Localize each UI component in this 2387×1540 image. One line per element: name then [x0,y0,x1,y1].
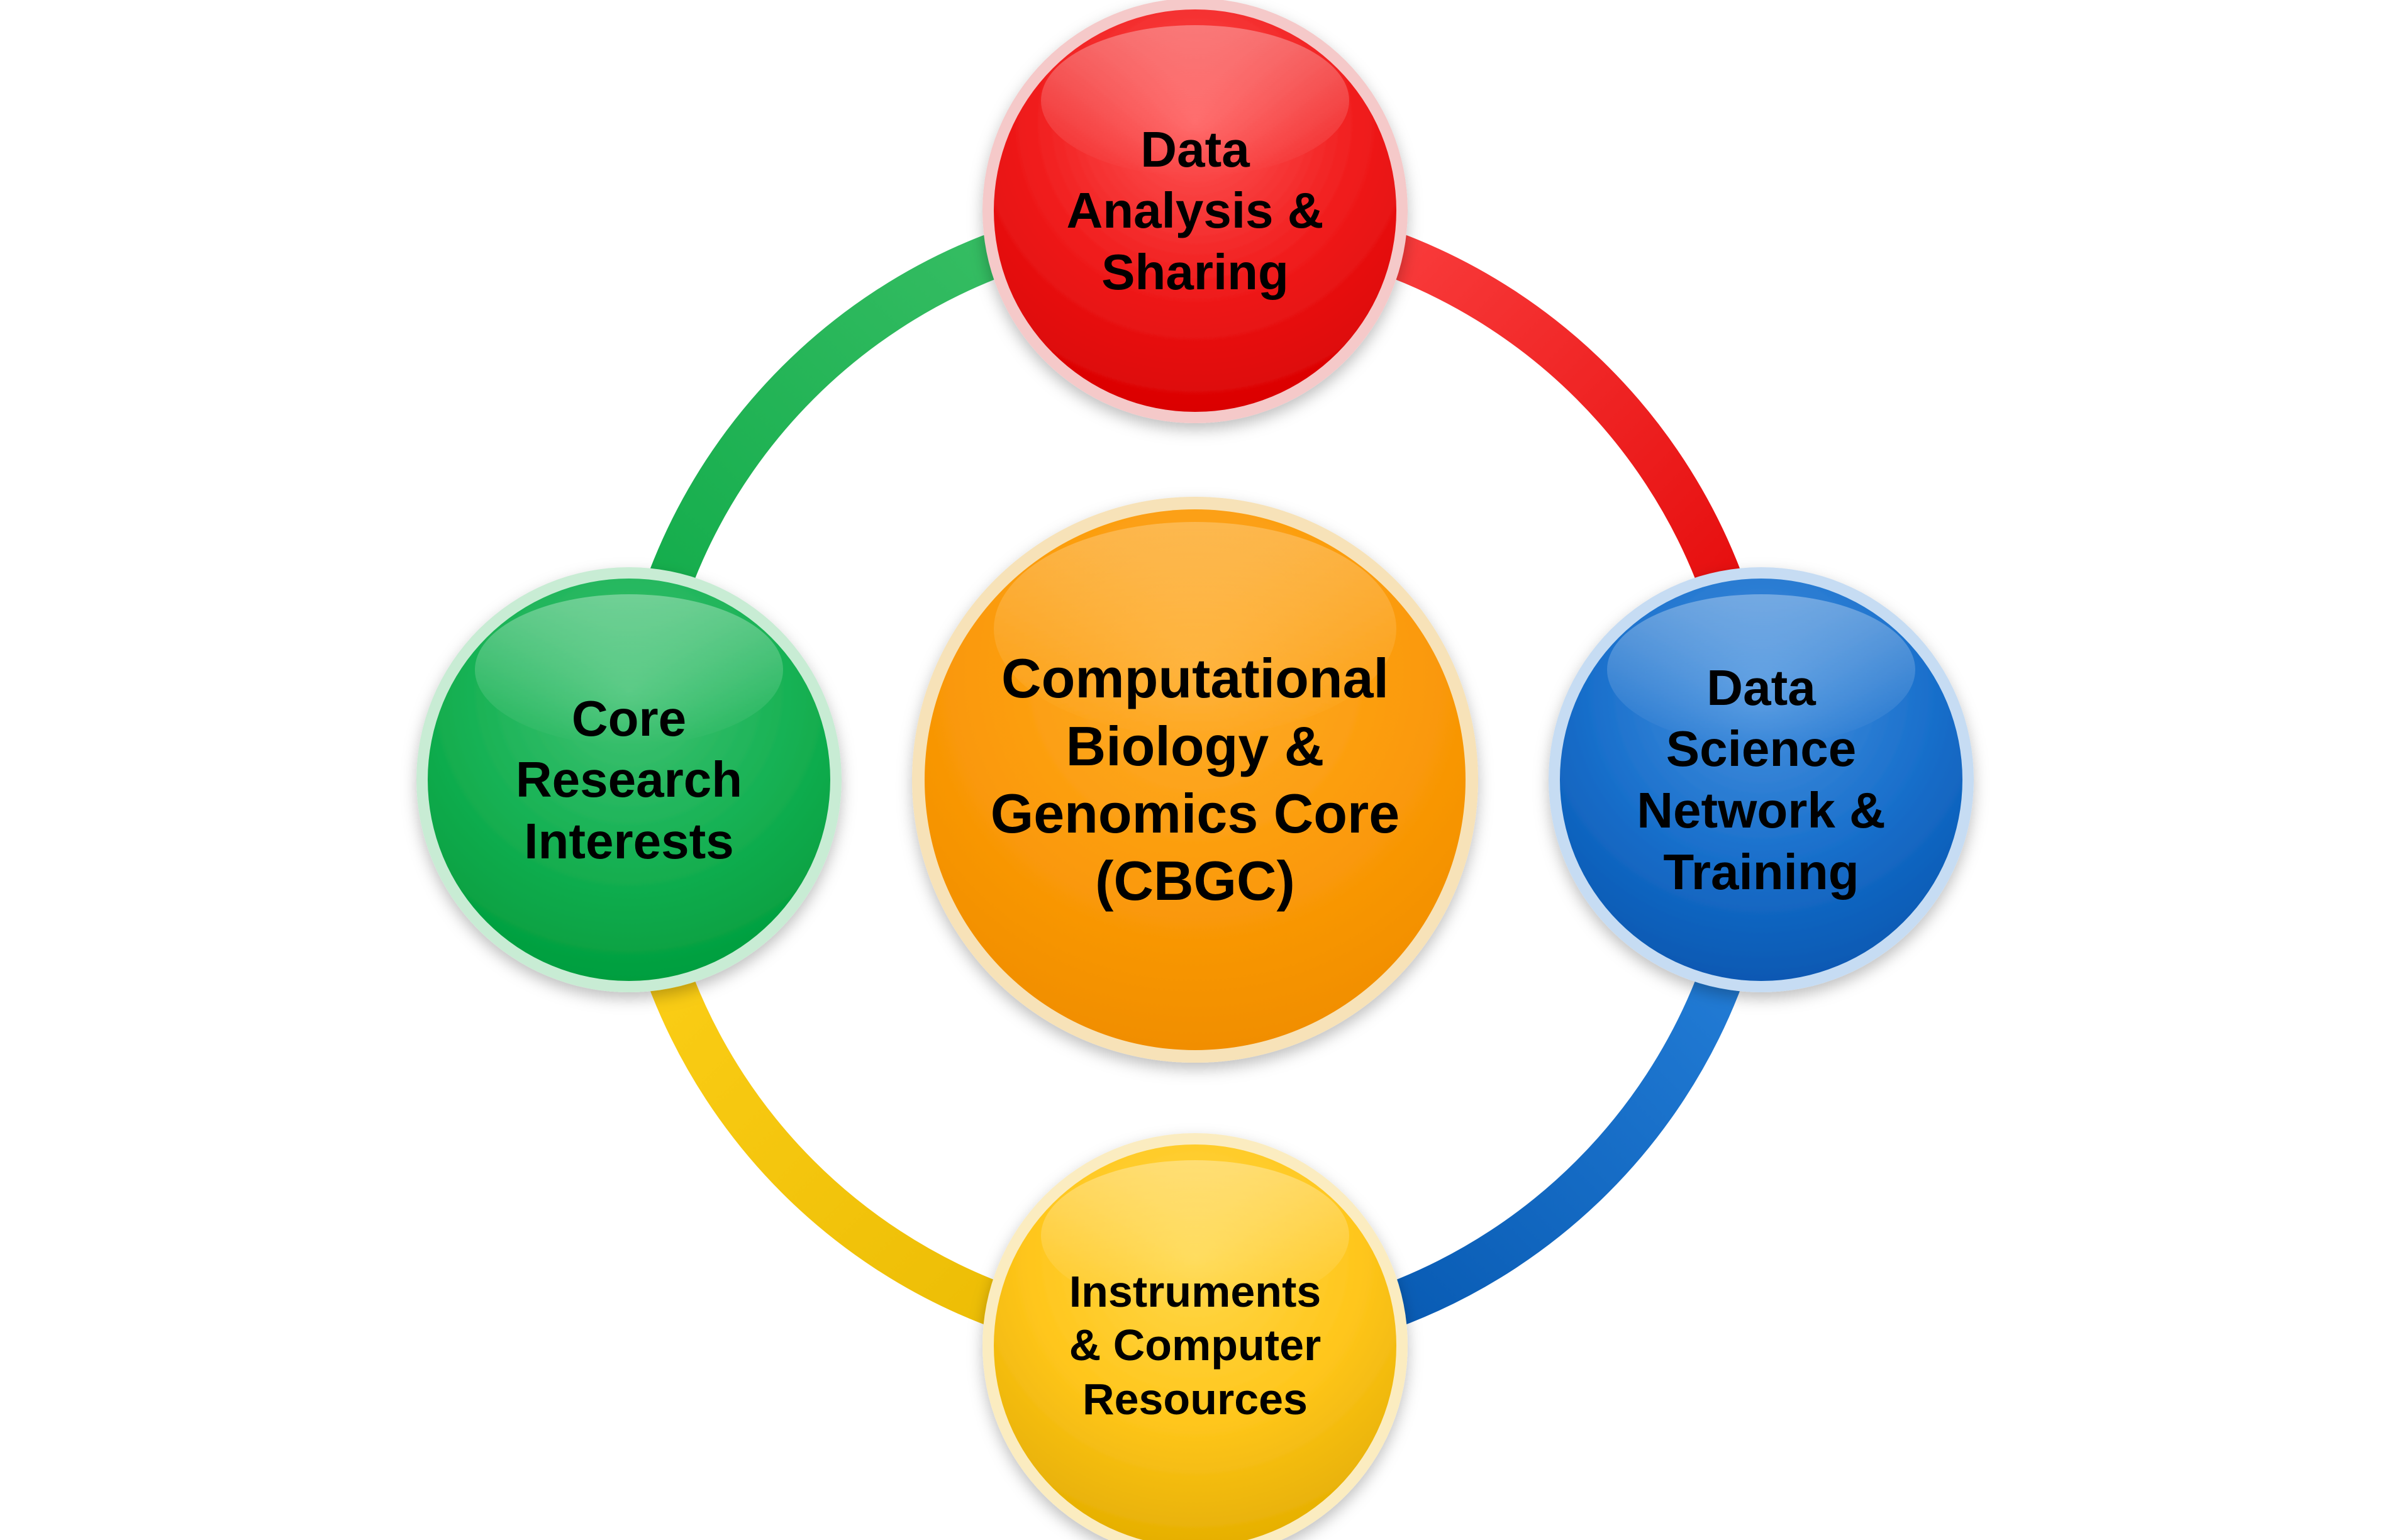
center-node [912,497,1478,1063]
node-instruments [982,1133,1408,1540]
node-core-research [416,567,842,992]
node-data-science [1549,567,1974,992]
node-data-analysis [982,0,1408,423]
